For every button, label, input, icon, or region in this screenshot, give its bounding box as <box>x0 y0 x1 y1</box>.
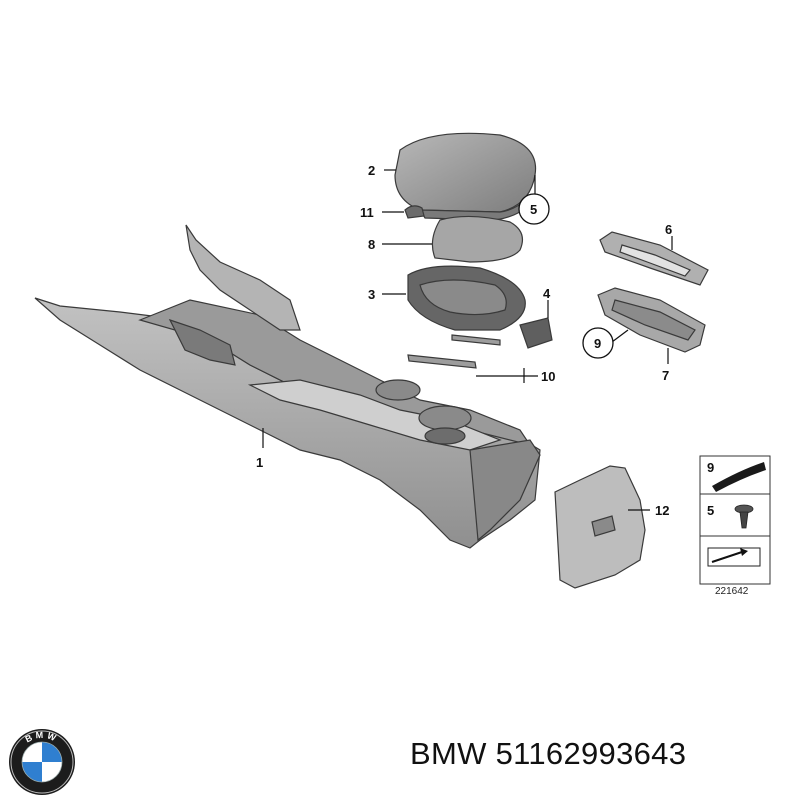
trim-clip-icon <box>712 462 766 492</box>
legend-label-9: 9 <box>707 460 714 475</box>
trim-strip-part-10 <box>407 334 501 369</box>
callout-9: 9 <box>594 336 601 351</box>
callout-5-circle <box>518 193 550 225</box>
svg-text:BMW: BMW <box>24 730 61 745</box>
cover-frame-part-6 <box>599 231 709 286</box>
callout-2: 2 <box>368 163 375 178</box>
screw-icon <box>734 504 754 529</box>
storage-tray-part-3 <box>407 265 526 331</box>
armrest-lid-part-2 <box>394 132 537 221</box>
callout-10: 10 <box>541 369 555 384</box>
callout-5: 5 <box>530 202 537 217</box>
clip-part-11 <box>404 205 425 219</box>
leader-lines <box>262 169 673 511</box>
side-cover-part-12 <box>554 465 646 589</box>
brand-name: BMW <box>410 736 487 771</box>
callout-4: 4 <box>543 286 551 301</box>
diagram-number: 221642 <box>715 586 749 597</box>
callout-3: 3 <box>368 287 375 302</box>
callout-7: 7 <box>662 368 669 383</box>
fastener-legend: 9 5 221642 <box>699 455 771 597</box>
insert-tray-part-7 <box>597 287 706 353</box>
callout-1: 1 <box>256 455 263 470</box>
callout-labels: 1 2 3 4 5 6 7 8 9 10 11 12 <box>256 163 672 518</box>
callout-11: 11 <box>360 205 374 220</box>
bracket-part-4 <box>519 317 553 349</box>
legend-label-5: 5 <box>707 503 714 518</box>
console-body-part-1 <box>34 224 541 549</box>
callout-6: 6 <box>665 222 672 237</box>
callout-12: 12 <box>655 503 669 518</box>
part-caption: BMW 51162993643 <box>410 736 686 772</box>
armrest-pad-part-8 <box>431 215 523 263</box>
part-number: 51162993643 <box>495 736 687 771</box>
arrow-icon <box>707 547 761 567</box>
callout-9-circle <box>582 327 614 359</box>
bmw-logo-icon: BMW <box>9 729 75 795</box>
callout-8: 8 <box>368 237 375 252</box>
